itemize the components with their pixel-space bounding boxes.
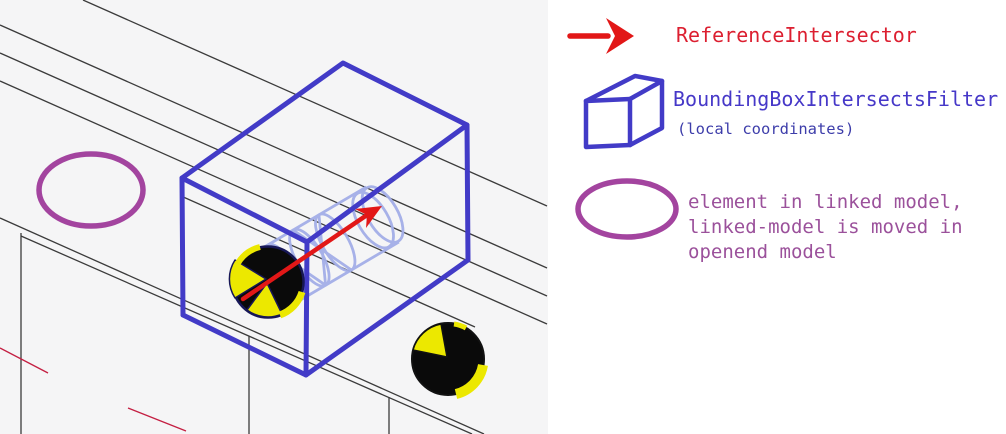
bounding-box-icon [583, 73, 665, 150]
legend-note-line-1: element in linked model, [688, 191, 963, 213]
legend-note-line-3: openend model [688, 241, 837, 263]
scene-3d-view [0, 0, 548, 434]
legend-label-bounding-box-filter: BoundingBoxIntersectsFilter [673, 87, 999, 111]
target-sphere-marker-2 [411, 321, 488, 399]
red-section-lines [0, 347, 187, 432]
legend-note-linked-element: element in linked model, linked-model is… [688, 190, 963, 265]
legend-label-reference-intersector: ReferenceIntersector [676, 23, 917, 47]
legend-sublabel-local-coordinates: (local coordinates) [677, 120, 855, 138]
bounding-box-wireframe [179, 60, 471, 378]
purple-ellipse-icon [575, 178, 679, 240]
linked-element-ellipse [36, 151, 146, 229]
reference-arrow [240, 206, 382, 302]
legend-note-line-2: linked-model is moved in [688, 216, 963, 238]
floor-edge-lines [0, 0, 548, 434]
legend-panel: ReferenceIntersector BoundingBoxIntersec… [548, 0, 1006, 434]
red-arrow-icon [567, 18, 634, 54]
